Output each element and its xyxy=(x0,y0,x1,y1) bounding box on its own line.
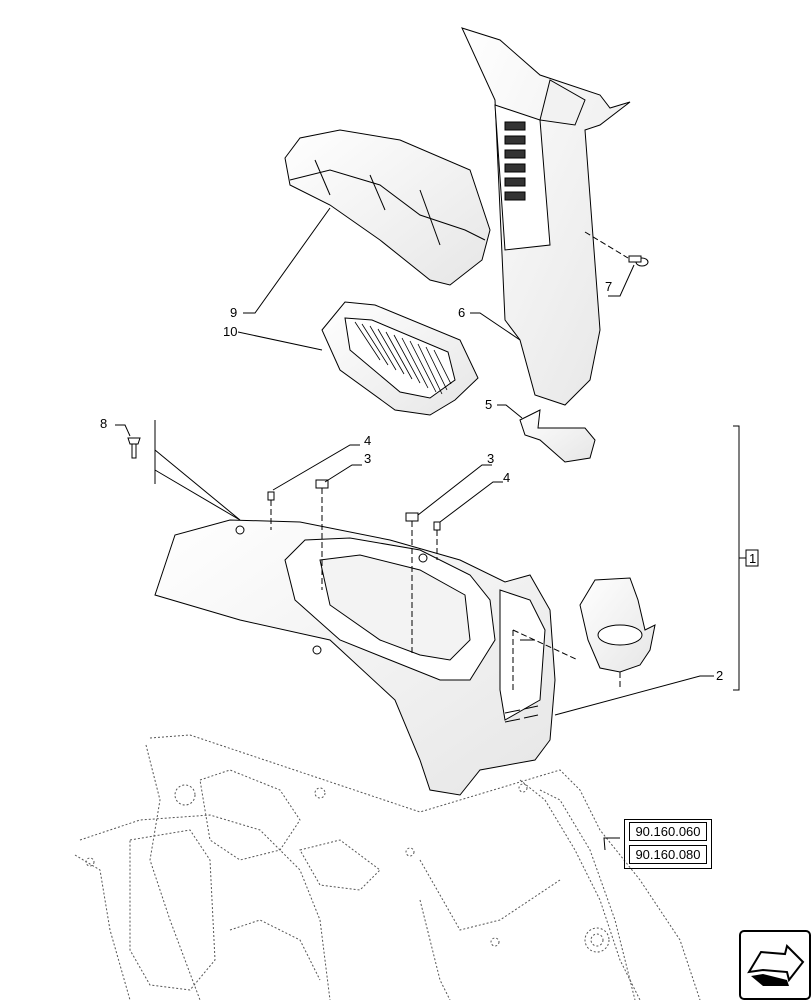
cab-frame-outline xyxy=(74,734,701,1000)
callout-3-right: 3 xyxy=(487,451,494,466)
callout-4-right: 4 xyxy=(503,470,510,485)
cup-holder xyxy=(579,577,656,690)
callout-4-left: 4 xyxy=(364,433,371,448)
leader-lines xyxy=(115,207,714,851)
reference-90-160-060[interactable]: 90.160.060 xyxy=(629,822,707,841)
part-6-pillar-trim xyxy=(461,27,631,406)
callout-10: 10 xyxy=(223,324,237,339)
reference-90-160-080[interactable]: 90.160.080 xyxy=(629,845,707,864)
callout-3-left: 3 xyxy=(364,451,371,466)
part-10-tray xyxy=(321,301,479,416)
callout-8: 8 xyxy=(100,416,107,431)
callout-7: 7 xyxy=(605,279,612,294)
part-9-lid xyxy=(284,129,491,286)
callout-5: 5 xyxy=(485,397,492,412)
hardware-fasteners xyxy=(127,437,441,531)
callout-6: 6 xyxy=(458,305,465,320)
callout-9: 9 xyxy=(230,305,237,320)
callout-1: 1 xyxy=(749,551,756,566)
next-page-button[interactable] xyxy=(739,930,811,1000)
callout-2: 2 xyxy=(716,668,723,683)
alignment-lines xyxy=(270,488,579,690)
part-5-bracket xyxy=(519,409,596,463)
next-page-arrow-icon xyxy=(747,944,805,986)
part-7-screw xyxy=(584,231,649,267)
reference-group xyxy=(624,819,712,869)
assembly-bracket xyxy=(733,425,759,691)
part-2-console-cover xyxy=(154,519,556,796)
